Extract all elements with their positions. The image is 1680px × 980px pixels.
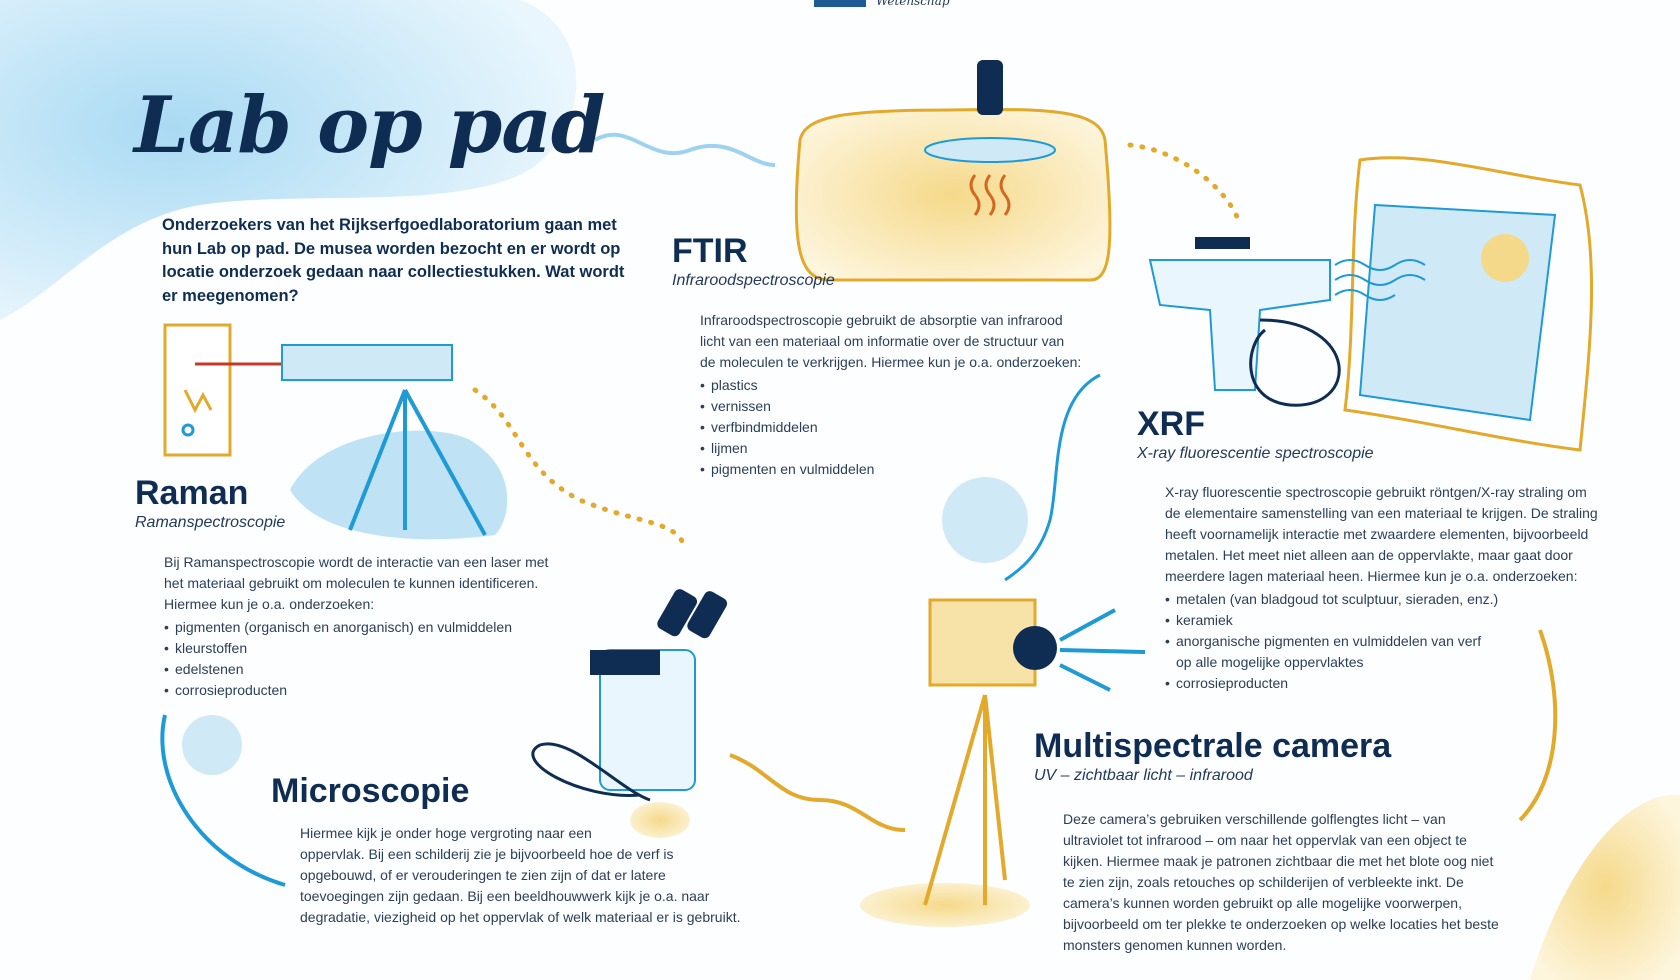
text-line: Hiermee kun je o.a. onderzoeken:: [164, 596, 375, 612]
microscopie-heading: Microscopie: [271, 772, 470, 810]
list-item: kleurstoffen: [164, 638, 548, 659]
text-line: de elementaire samenstelling van een mat…: [1165, 505, 1598, 521]
text-line: opgebouwd, of er verouderingen te zien z…: [300, 867, 666, 883]
ftir-illustration: [794, 60, 1112, 282]
raman-illustration: [163, 323, 508, 540]
xrf-subtitle: X-ray fluorescentie spectroscopie: [1137, 445, 1374, 462]
text-line: Infraroodspectroscopie gebruikt de absor…: [700, 312, 1063, 328]
list-item: pigmenten (organisch en anorganisch) en …: [164, 617, 548, 638]
microscope-illustration: [531, 589, 728, 838]
ftir-list: plastics vernissen verfbindmiddelen lijm…: [700, 375, 1081, 480]
text-line: het materiaal gebruikt om moleculen te k…: [164, 575, 539, 591]
raman-subtitle: Ramanspectroscopie: [135, 514, 286, 531]
wave-decoration: [729, 753, 906, 832]
list-item: plastics: [700, 375, 1081, 396]
ftir-heading: FTIR: [672, 232, 748, 270]
list-item-text: anorganische pigmenten en vulmiddelen va…: [1176, 633, 1482, 649]
text-line: kijken. Hiermee maak je patronen zichtba…: [1063, 853, 1494, 869]
camera-illustration: [860, 598, 1146, 927]
multispectraal-section: Multispectrale camera UV – zichtbaar lic…: [1034, 727, 1391, 785]
text-line: heeft voornamelijk interactie met zwaard…: [1165, 526, 1589, 542]
raman-heading: Raman: [135, 474, 249, 512]
text-line: Hiermee kijk je onder hoge vergroting na…: [300, 825, 592, 841]
text-line: te zien zijn, zoals retouches op schilde…: [1063, 874, 1464, 890]
text-line: licht van een materiaal om informatie ov…: [700, 333, 1065, 349]
ftir-subtitle: Infraroodspectroscopie: [672, 272, 835, 289]
list-item-text: op alle mogelijke oppervlaktes: [1176, 654, 1364, 670]
text-line: monsters genomen kunnen worden.: [1063, 937, 1287, 953]
list-item: metalen (van bladgoud tot sculptuur, sie…: [1165, 589, 1598, 610]
dotted-path: [472, 387, 688, 553]
dotted-path: [1127, 142, 1243, 228]
intro-line: hun Lab op pad. De musea worden bezocht …: [162, 239, 621, 258]
intro-line: Onderzoekers van het Rijkserfgoedlaborat…: [162, 216, 617, 234]
list-item: vernissen: [700, 396, 1081, 417]
list-item: corrosieproducten: [164, 680, 548, 701]
microscopie-body: Hiermee kijk je onder hoge vergroting na…: [300, 823, 740, 928]
xrf-heading: XRF: [1137, 405, 1205, 443]
text-line: de moleculen te verkrijgen. Hiermee kun …: [700, 354, 1082, 370]
raman-section: Raman Ramanspectroscopie: [135, 474, 285, 532]
list-item: keramiek: [1165, 610, 1598, 631]
multispectraal-subtitle: UV – zichtbaar licht – infrarood: [1034, 767, 1253, 784]
list-item: pigmenten en vulmiddelen: [700, 459, 1081, 480]
logo-bar: [814, 0, 866, 7]
list-item: edelstenen: [164, 659, 548, 680]
raman-body: Bij Ramanspectroscopie wordt de interact…: [164, 552, 548, 701]
multispectraal-body: Deze camera’s gebruiken verschillende go…: [1063, 809, 1499, 956]
text-line: Bij Ramanspectroscopie wordt de interact…: [164, 554, 549, 570]
xrf-section: XRF X-ray fluorescentie spectroscopie: [1137, 405, 1374, 463]
title-blob: [0, 0, 577, 320]
list-item: anorganische pigmenten en vulmiddelen va…: [1165, 631, 1598, 673]
xrf-body: X-ray fluorescentie spectroscopie gebrui…: [1165, 482, 1598, 694]
xrf-list: metalen (van bladgoud tot sculptuur, sie…: [1165, 589, 1598, 694]
multispectraal-heading: Multispectrale camera: [1034, 727, 1392, 765]
text-line: X-ray fluorescentie spectroscopie gebrui…: [1165, 484, 1587, 500]
circle-decoration: [942, 477, 1028, 563]
text-line: oppervlak. Bij een schilderij zie je bij…: [300, 846, 674, 862]
list-item: verfbindmiddelen: [700, 417, 1081, 438]
xrf-illustration: [1148, 156, 1594, 452]
intro-line: er meegenomen?: [162, 286, 299, 305]
text-line: metalen. Het meet niet alleen aan de opp…: [1165, 547, 1573, 563]
raman-list: pigmenten (organisch en anorganisch) en …: [164, 617, 548, 701]
logo-text: Wetenschap: [876, 0, 950, 8]
text-line: toevoegingen zijn gedaan. Bij een beeldh…: [300, 888, 710, 904]
intro-text: Onderzoekers van het Rijkserfgoedlaborat…: [162, 214, 624, 308]
ftir-body: Infraroodspectroscopie gebruikt de absor…: [700, 310, 1081, 480]
list-item: lijmen: [700, 438, 1081, 459]
intro-line: locatie onderzoek gedaan naar collecties…: [162, 263, 625, 281]
text-line: degradatie, viezigheid op het oppervlak …: [300, 909, 741, 925]
microscopie-section: Microscopie: [271, 772, 469, 810]
page-title: Lab op pad: [134, 80, 605, 171]
text-line: meerdere lagen materiaal heen. Hiermee k…: [1165, 568, 1578, 584]
text-line: camera’s kunnen worden gebruikt op alle …: [1063, 895, 1462, 911]
circle-decoration: [182, 715, 242, 775]
ftir-section: FTIR Infraroodspectroscopie: [672, 232, 835, 290]
corner-blob: [1530, 794, 1680, 980]
text-line: Deze camera’s gebruiken verschillende go…: [1063, 811, 1446, 827]
arc-decoration: [160, 714, 286, 887]
wave-decoration: [594, 132, 776, 167]
text-line: ultraviolet tot infrarood – om naar het …: [1063, 832, 1467, 848]
text-line: bijvoorbeeld om ter plekke te onderzoeke…: [1063, 916, 1499, 932]
list-item: corrosieproducten: [1165, 673, 1598, 694]
